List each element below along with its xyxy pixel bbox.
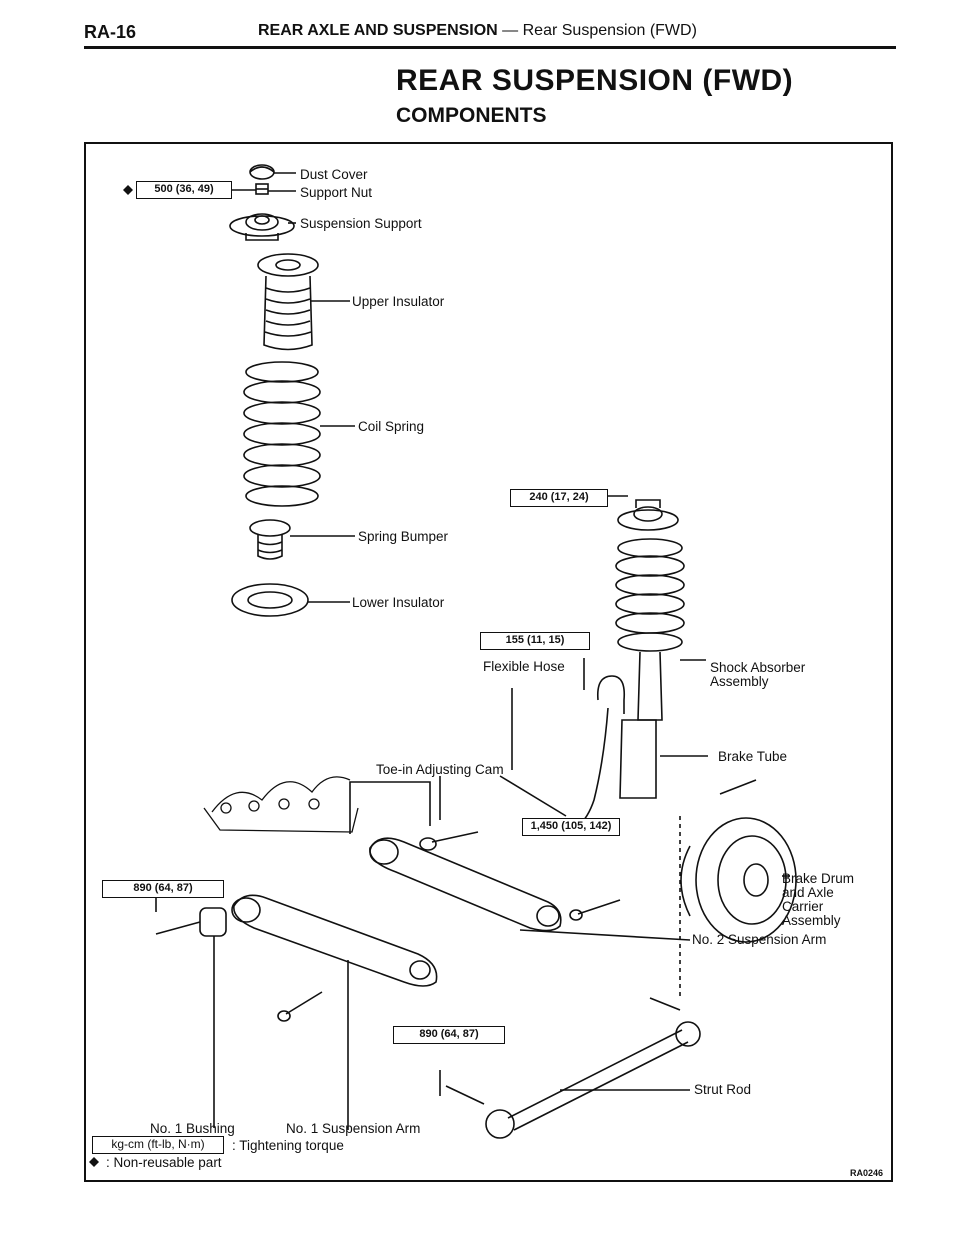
label-brake-drum-4: Assembly bbox=[782, 913, 841, 928]
torque-no1-bushing: 890 (64, 87) bbox=[102, 880, 224, 898]
label-upper-insulator: Upper Insulator bbox=[352, 294, 445, 309]
torque-flexible-hose: 155 (11, 15) bbox=[480, 632, 590, 650]
brake-drum-drawing bbox=[679, 816, 797, 1000]
label-coil-spring: Coil Spring bbox=[358, 419, 425, 434]
no1-suspension-arm-drawing bbox=[231, 894, 438, 1130]
torque-strut-rod: 890 (64, 87) bbox=[393, 1026, 505, 1044]
no1-bushing-drawing bbox=[155, 880, 227, 1128]
label-shock-absorber-2: Assembly bbox=[710, 674, 769, 689]
legend-unit-box: kg-cm (ft-lb, N·m) bbox=[92, 1136, 224, 1154]
page-title: REAR SUSPENSION (FWD) bbox=[396, 64, 794, 97]
label-shock-absorber-1: Shock Absorber bbox=[710, 660, 806, 675]
figure-code: RA0246 bbox=[850, 1168, 884, 1178]
nonreusable-diamond-icon bbox=[123, 185, 133, 195]
legend-nonreusable-text: : Non-reusable part bbox=[106, 1155, 222, 1170]
spring-bumper-drawing bbox=[249, 519, 355, 560]
toe-in-bracket bbox=[349, 781, 431, 834]
label-brake-drum-3: Carrier bbox=[782, 899, 824, 914]
label-dust-cover: Dust Cover bbox=[300, 167, 368, 182]
legend-diamond-icon bbox=[89, 1157, 99, 1167]
torque-support-nut: 500 (36, 49) bbox=[136, 181, 232, 199]
strut-rod-drawing bbox=[439, 1021, 701, 1139]
section-title-bold: REAR AXLE AND SUSPENSION bbox=[258, 22, 498, 39]
flexible-hose-drawing bbox=[577, 658, 708, 827]
shock-absorber-assembly-drawing bbox=[608, 495, 706, 799]
torque-strut-top: 240 (17, 24) bbox=[510, 489, 608, 507]
page-code: RA-16 bbox=[84, 22, 137, 42]
label-brake-tube: Brake Tube bbox=[718, 749, 788, 764]
upper-insulator-drawing bbox=[257, 253, 350, 351]
label-no2-arm: No. 2 Suspension Arm bbox=[692, 932, 827, 947]
label-support-nut: Support Nut bbox=[300, 185, 373, 200]
legend-unit-text: : Tightening torque bbox=[232, 1138, 344, 1153]
section-title: REAR AXLE AND SUSPENSION — Rear Suspensi… bbox=[258, 22, 697, 40]
page-header: RA-16 REAR AXLE AND SUSPENSION — Rear Su… bbox=[84, 18, 896, 49]
label-no1-arm: No. 1 Suspension Arm bbox=[286, 1121, 421, 1136]
toe-in-cam-leader bbox=[439, 688, 567, 820]
no2-suspension-arm-drawing bbox=[369, 837, 691, 941]
page-subtitle: COMPONENTS bbox=[396, 104, 547, 127]
label-brake-drum-2: and Axle bbox=[782, 885, 834, 900]
suspension-support-drawing bbox=[229, 213, 296, 241]
dust-cover-drawing bbox=[249, 164, 296, 180]
label-suspension-support: Suspension Support bbox=[300, 216, 422, 231]
label-lower-insulator: Lower Insulator bbox=[352, 595, 445, 610]
torque-knuckle-bolt: 1,450 (105, 142) bbox=[522, 818, 620, 836]
support-nut-drawing bbox=[232, 183, 296, 195]
label-toe-in-cam: Toe-in Adjusting Cam bbox=[376, 762, 504, 777]
label-brake-drum-1: Brake Drum bbox=[782, 871, 855, 886]
section-title-rest: — Rear Suspension (FWD) bbox=[497, 22, 697, 39]
header-rule bbox=[84, 46, 896, 49]
label-no1-bushing: No. 1 Bushing bbox=[150, 1121, 235, 1136]
coil-spring-drawing bbox=[243, 361, 355, 507]
label-strut-rod: Strut Rod bbox=[694, 1082, 752, 1097]
label-spring-bumper: Spring Bumper bbox=[358, 529, 449, 544]
body-mount-drawing bbox=[203, 776, 359, 833]
bolts-drawing bbox=[277, 779, 757, 1105]
lower-insulator-drawing bbox=[231, 583, 350, 617]
label-flexible-hose: Flexible Hose bbox=[483, 659, 565, 674]
